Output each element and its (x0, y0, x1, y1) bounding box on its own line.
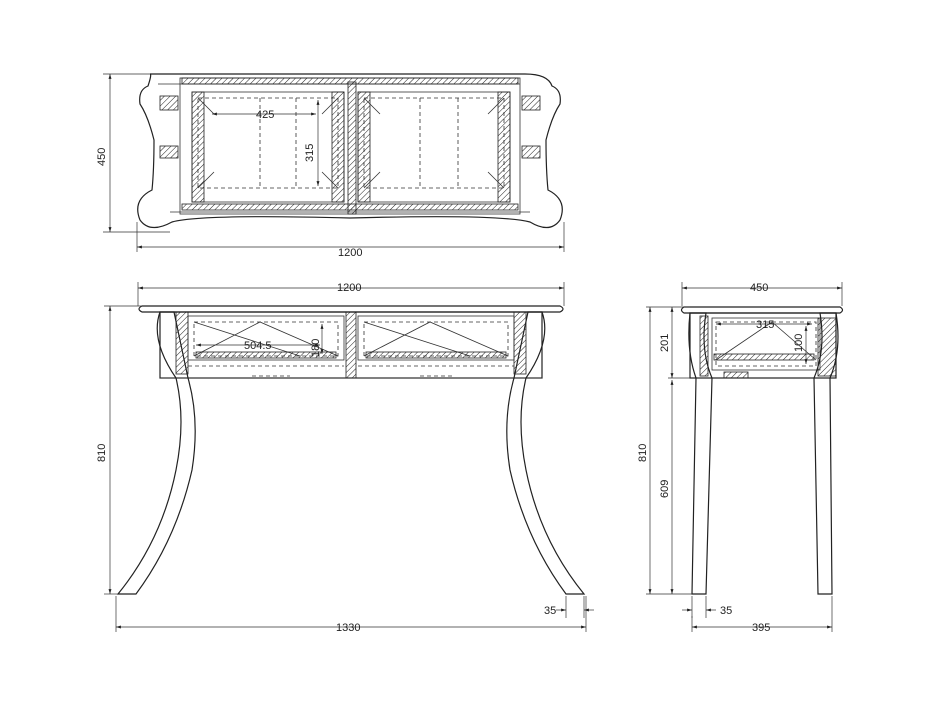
side-tabletop (680, 306, 844, 314)
top-view: 425 315 450 1200 (96, 73, 565, 259)
side-drawer-height-label: 100 (793, 334, 805, 352)
front-top-width-label: 1200 (337, 282, 361, 294)
side-apron-height-label: 201 (659, 334, 671, 352)
side-view: 450 315 100 201 609 810 (637, 282, 844, 634)
front-overall-width-label: 1330 (336, 622, 360, 634)
side-foot-label: 35 (720, 605, 732, 617)
front-right-leg (506, 311, 586, 595)
front-view: 1200 810 504.5 180 (96, 282, 594, 634)
front-height-label: 810 (96, 444, 108, 462)
side-right-leg (813, 312, 839, 595)
top-view-outline (137, 73, 563, 229)
side-drawer-depth-label: 315 (756, 319, 774, 331)
side-overall-depth-label: 395 (752, 622, 770, 634)
side-left-leg (688, 312, 713, 595)
front-tabletop (138, 305, 564, 313)
front-left-leg (116, 311, 196, 595)
top-drawer-depth-label: 315 (304, 144, 316, 162)
front-drawer-width-label: 504.5 (244, 340, 272, 352)
side-height-label: 810 (637, 444, 649, 462)
front-drawer-height-label: 180 (310, 339, 322, 357)
side-leg-height-label: 609 (659, 480, 671, 498)
top-width-label: 1200 (338, 247, 362, 259)
top-depth-label: 450 (96, 148, 108, 166)
side-top-depth-label: 450 (750, 282, 768, 294)
top-drawer-width-label: 425 (256, 109, 274, 121)
front-foot-label: 35 (544, 605, 556, 617)
